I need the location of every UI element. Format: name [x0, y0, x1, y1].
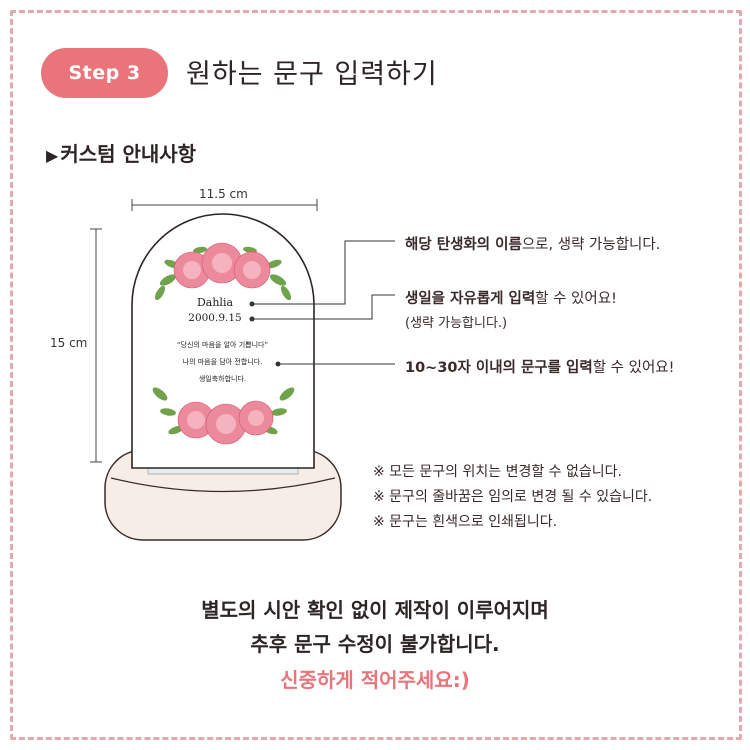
plaque-base [104, 449, 342, 541]
section-title: 커스텀 안내사항 [60, 142, 197, 166]
closing-line: 추후 문구 수정이 불가합니다. [250, 632, 500, 656]
width-label: 11.5 cm [199, 187, 248, 201]
plaque-flower-name: Dahlia [196, 296, 234, 309]
closing-highlight: 신중하게 적어주세요:) [280, 668, 470, 692]
callout-lines [252, 240, 395, 365]
note-message: 10~30자 이내의 문구를 입력할 수 있어요! [405, 360, 675, 376]
top-flower-wreath [154, 242, 292, 301]
plaque-message-line: 나의 마음을 담아 전합니다. [182, 358, 263, 366]
notice-item: ※ 문구의 줄바꿈은 임의로 변경 될 수 있습니다. [373, 489, 653, 505]
height-label: 15 cm [50, 336, 88, 350]
note-birthday: 생일을 자유롭게 입력할 수 있어요! (생략 가능합니다.) [405, 291, 617, 331]
notice-item: ※ 모든 문구의 위치는 변경할 수 없습니다. [373, 464, 622, 480]
height-dimension-line [90, 228, 102, 463]
callout-dot [249, 301, 255, 307]
dashed-border [10, 10, 742, 740]
step-badge: Step 3 [41, 48, 168, 98]
callout-dot [249, 316, 255, 322]
plaque-message-line: “당신의 마음을 알아 기쁩니다” [176, 341, 269, 349]
plaque-message-line: 생일축하합니다. [198, 375, 247, 383]
plaque-date: 2000.9.15 [188, 312, 242, 324]
triangle-marker-icon: ▶ [46, 146, 59, 165]
callout-dot [275, 361, 281, 367]
section-heading: ▶커스텀 안내사항 [46, 138, 196, 167]
step-title: 원하는 문구 입력하기 [186, 59, 438, 90]
notice-item: ※ 문구는 흰색으로 인쇄됩니다. [373, 514, 558, 530]
width-dimension-line [131, 199, 318, 211]
closing-line: 별도의 시안 확인 없이 제작이 이루어지며 [201, 598, 549, 622]
bottom-flower-wreath [152, 387, 295, 445]
note-flower-name: 해당 탄생화의 이름으로, 생략 가능합니다. [405, 237, 661, 253]
